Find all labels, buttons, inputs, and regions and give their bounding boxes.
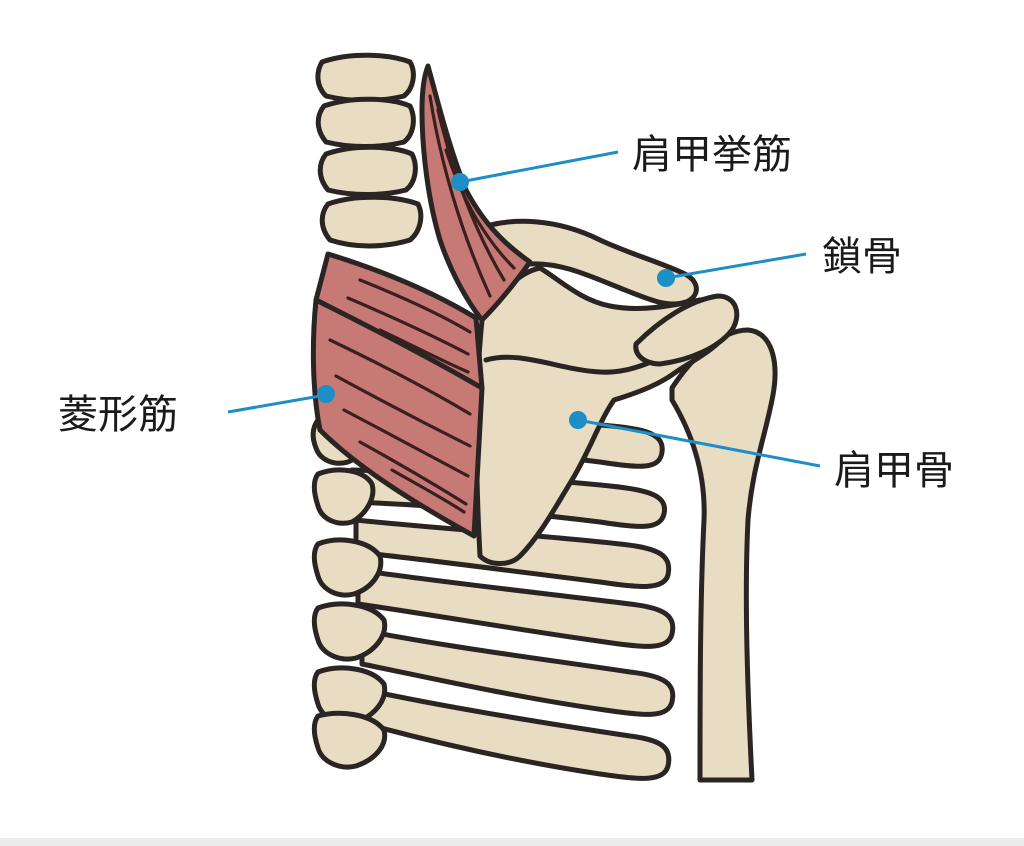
rib (359, 627, 676, 717)
muscle-fiber (346, 296, 470, 356)
humerus-shaft (669, 327, 778, 783)
muscle-fiber (358, 278, 472, 334)
vertebra (311, 537, 384, 598)
levator-scapulae-muscle (419, 63, 533, 323)
muscle-fiber (328, 338, 472, 416)
muscle-fiber (428, 94, 492, 298)
dot-scapula (569, 411, 587, 429)
rib (355, 567, 676, 649)
leader-levator-scapulae (459, 150, 619, 184)
vertebra (317, 144, 418, 197)
rhomboid (310, 251, 485, 539)
rhomboid-major (310, 297, 485, 539)
spine (310, 52, 424, 770)
label-rhomboid: 菱形筋 (58, 392, 178, 438)
vertebra (319, 194, 424, 249)
label-scapula: 肩甲骨 (834, 448, 954, 494)
vertebra (315, 96, 416, 149)
muscle-fiber (444, 148, 516, 270)
label-clavicle: 鎖骨 (822, 234, 902, 280)
muscle-fiber (390, 468, 466, 514)
leader-scapula (577, 418, 821, 468)
muscle-fiber (378, 328, 470, 374)
bottom-strip (0, 838, 1024, 846)
rib (363, 687, 672, 781)
vertebra (311, 467, 376, 526)
leader-rhomboid (227, 393, 327, 414)
muscle-fiber (334, 374, 472, 448)
humerus (669, 327, 778, 783)
scapula (474, 265, 740, 566)
dot-clavicle (657, 269, 675, 287)
levator-scapulae (419, 63, 533, 323)
muscle-fiber (358, 440, 468, 506)
vertebra (311, 710, 388, 770)
vertebra (315, 52, 416, 103)
label-levator-scapulae: 肩甲挙筋 (632, 132, 792, 178)
dot-rhomboid (317, 385, 335, 403)
leader-clavicle (665, 252, 807, 280)
vertebra (311, 601, 388, 662)
dot-levator-scapulae (451, 173, 469, 191)
acromion (633, 293, 740, 367)
leaders (227, 150, 821, 468)
muscle-fiber (342, 408, 470, 478)
